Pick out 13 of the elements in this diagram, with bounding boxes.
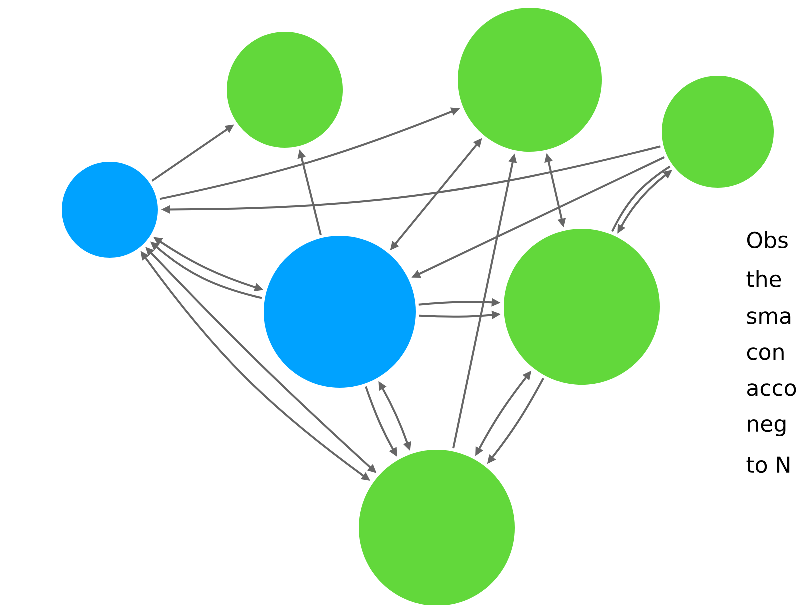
side-text: neg (748, 420, 786, 436)
circle-node (227, 32, 343, 148)
circle-node (264, 236, 416, 388)
side-text: con (747, 348, 784, 360)
side-text: Obs (747, 231, 788, 249)
circle-node (504, 229, 660, 385)
side-text: to N (746, 456, 790, 474)
circle-node (62, 162, 158, 258)
circle-node (662, 76, 774, 188)
side-text: acco (748, 384, 796, 396)
circle-node (458, 8, 602, 152)
side-text: the (746, 270, 782, 288)
side-text: sma (747, 312, 791, 324)
